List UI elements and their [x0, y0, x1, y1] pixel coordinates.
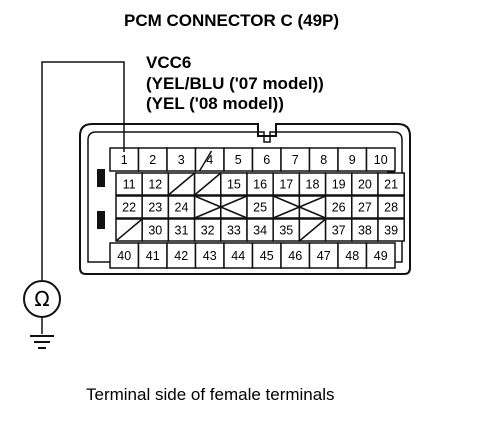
- pin-label: 47: [317, 249, 331, 263]
- empty-cavity-x: [194, 195, 248, 219]
- pin-45: [251, 242, 282, 269]
- pin-label: 38: [358, 224, 372, 238]
- pin-28: [377, 195, 405, 219]
- pin-label: 8: [320, 153, 327, 167]
- pin-label: 33: [227, 224, 241, 238]
- pin-label: 15: [227, 178, 241, 192]
- signal-wire-color-08: (YEL ('08 model)): [146, 94, 284, 113]
- pin-empty: [298, 195, 327, 219]
- empty-cavity-mark: [194, 172, 222, 196]
- pin-49: [365, 242, 396, 269]
- pin-label: 48: [345, 249, 359, 263]
- pin-label: 43: [203, 249, 217, 263]
- pin-label: 31: [175, 224, 189, 238]
- pin-39: [377, 218, 405, 242]
- pin-44: [223, 242, 254, 269]
- pin-label: 28: [384, 201, 398, 215]
- pin-label: 2: [149, 153, 156, 167]
- pin-label: 26: [332, 201, 346, 215]
- pin-label: 40: [117, 249, 131, 263]
- pin-label: 41: [146, 249, 160, 263]
- pin-label: 32: [201, 224, 215, 238]
- ground-icon: [30, 335, 54, 349]
- pin-42: [166, 242, 197, 269]
- empty-cavity-x: [272, 195, 326, 219]
- pin-label: 17: [279, 178, 293, 192]
- pin-label: 42: [174, 249, 188, 263]
- pin-mark: [198, 150, 213, 172]
- pin-label: 27: [358, 201, 372, 215]
- pin-label: 49: [374, 249, 388, 263]
- pin-label: 4: [206, 153, 213, 167]
- pin-label: 6: [263, 153, 270, 167]
- pin-label: 3: [178, 153, 185, 167]
- pin-empty: [193, 195, 222, 219]
- pin-empty: [272, 195, 301, 219]
- pin-label: 34: [253, 224, 267, 238]
- pin-21: [377, 172, 405, 196]
- empty-cavity-mark: [167, 172, 196, 196]
- pin-empty: [220, 195, 248, 219]
- pin-label: 21: [384, 178, 398, 192]
- pin-label: 30: [148, 224, 162, 238]
- diagram-title: PCM CONNECTOR C (49P): [124, 11, 339, 30]
- signal-name: VCC6: [146, 53, 191, 72]
- pin-label: 19: [332, 178, 346, 192]
- empty-cavity-mark: [115, 218, 143, 242]
- probe-wire: [41, 61, 125, 334]
- pin-label: 5: [235, 153, 242, 167]
- diagram-caption: Terminal side of female terminals: [86, 385, 334, 404]
- pin-label: 39: [384, 224, 398, 238]
- empty-cavity-mark: [298, 218, 327, 242]
- pin-label: 24: [175, 201, 189, 215]
- pin-label: 10: [374, 153, 388, 167]
- pin-label: 11: [123, 178, 136, 192]
- pin-10: [365, 147, 396, 172]
- ohmmeter-icon: Ω: [23, 280, 61, 318]
- pin-label: 22: [122, 201, 136, 215]
- pin-label: 16: [253, 178, 267, 192]
- pin-label: 20: [358, 178, 372, 192]
- pin-label: 37: [332, 224, 346, 238]
- pin-label: 1: [121, 153, 128, 167]
- pin-label: 23: [148, 201, 162, 215]
- pin-label: 12: [148, 178, 162, 192]
- pin-label: 25: [253, 201, 267, 215]
- pin-label: 7: [292, 153, 299, 167]
- pin-label: 45: [260, 249, 274, 263]
- pin-label: 18: [306, 178, 320, 192]
- pin-label: 35: [279, 224, 293, 238]
- pin-label: 44: [231, 249, 245, 263]
- signal-wire-color-07: (YEL/BLU ('07 model)): [146, 74, 324, 93]
- pin-46: [280, 242, 311, 269]
- ohm-symbol: Ω: [34, 287, 49, 311]
- pin-label: 9: [349, 153, 356, 167]
- pin-label: 46: [288, 249, 302, 263]
- pin-48: [337, 242, 368, 269]
